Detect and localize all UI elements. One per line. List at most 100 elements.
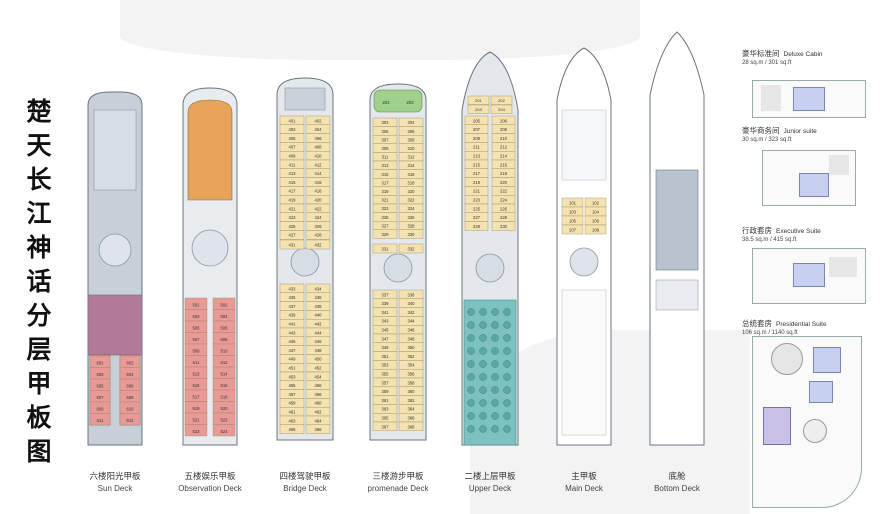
- cabin-number: 509: [193, 348, 201, 353]
- cabin-number: 102: [592, 200, 600, 205]
- dining-table: [479, 412, 487, 420]
- cabin-number: 464: [315, 418, 323, 423]
- cabin-number: 442: [315, 322, 323, 327]
- dining-table: [503, 425, 511, 433]
- dining-table: [479, 360, 487, 368]
- cabin-number: 516: [221, 383, 229, 388]
- cabin-number: 213: [473, 154, 481, 159]
- cabin-number: 609: [97, 406, 105, 411]
- cabin-number: 413: [289, 171, 297, 176]
- cabin-number: 204: [498, 107, 505, 112]
- cabin-number: 436: [315, 295, 323, 300]
- cabin-number: 504: [221, 314, 229, 319]
- cabin-number: 356: [408, 372, 416, 377]
- cabin-number: 359: [382, 389, 390, 394]
- cabin-number: 424: [315, 215, 323, 220]
- cabin-cell: [305, 230, 331, 240]
- cabin-number: 315: [382, 172, 390, 177]
- cabin-number: 354: [408, 363, 416, 368]
- observation-deck-plan: 5015035055075095115135155175195215235025…: [182, 87, 238, 446]
- dining-table: [491, 425, 499, 433]
- cabin-number: 211: [473, 145, 480, 150]
- cabin-cell: [372, 421, 398, 432]
- dining-table: [491, 360, 499, 368]
- cabin-number: 512: [221, 360, 229, 365]
- cabin-number: 461: [289, 410, 297, 415]
- cabin-number: 361: [382, 398, 390, 403]
- cabin-number: 205: [473, 118, 481, 123]
- dining-table: [491, 399, 499, 407]
- dining-table: [491, 334, 499, 342]
- dining-table: [479, 321, 487, 329]
- cabin-number: 337: [382, 292, 390, 297]
- cabin-number: 330: [408, 232, 416, 237]
- cabin-number: 201: [475, 98, 482, 103]
- cabin-number: 502: [221, 302, 229, 307]
- cabin-number: 227: [473, 215, 481, 220]
- cabin-number: 339: [382, 301, 390, 306]
- cabin-size: 30 sq.m / 323 sq.ft: [742, 137, 792, 143]
- dining-table: [491, 347, 499, 355]
- dining-table: [467, 308, 475, 316]
- cabin-number: 325: [382, 215, 390, 220]
- cabin-number: 610: [127, 406, 135, 411]
- cabin-number: 449: [289, 357, 297, 362]
- cabin-cell: [464, 221, 489, 231]
- cabin-number: 515: [193, 383, 201, 388]
- cabin-number: 346: [408, 328, 416, 333]
- cabin-number: 355: [382, 372, 390, 377]
- cabin-number: 324: [408, 206, 416, 211]
- cabin-number: 419: [289, 198, 297, 203]
- cabin-cell: [279, 230, 305, 240]
- dining-table: [467, 425, 475, 433]
- cabin-number: 345: [382, 328, 390, 333]
- dining-table: [503, 321, 511, 329]
- cabin-number: 432: [315, 243, 323, 248]
- dining-table: [491, 373, 499, 381]
- cabin-number: 606: [127, 383, 135, 388]
- cabin-number: 608: [127, 395, 135, 400]
- cabin-number: 422: [315, 206, 323, 211]
- cabin-cell: [490, 104, 513, 114]
- cabin-number: 414: [315, 171, 323, 176]
- dining-table: [479, 386, 487, 394]
- cabin-number: 202: [406, 100, 414, 105]
- cabin-number: 309: [382, 146, 390, 151]
- cabin-number: 604: [127, 372, 135, 377]
- cabin-number: 108: [592, 227, 600, 232]
- cabin-number: 214: [500, 154, 508, 159]
- cabin-number: 438: [315, 304, 323, 309]
- cabin-number: 340: [408, 301, 416, 306]
- cabin-number: 511: [193, 360, 200, 365]
- cabin-number: 407: [289, 145, 297, 150]
- cabin-number: 228: [500, 215, 508, 220]
- cabin-cell: [561, 224, 584, 235]
- cabin-number: 450: [315, 357, 323, 362]
- cabin-number: 320: [408, 189, 416, 194]
- cabin-number: 223: [473, 198, 481, 203]
- cabin-cell: [212, 424, 236, 437]
- cabin-number: 607: [97, 395, 105, 400]
- cabin-number: 366: [408, 416, 416, 421]
- cabin-number: 427: [289, 233, 297, 238]
- cabin-number: 507: [193, 337, 201, 342]
- cabin-number: 321: [382, 198, 390, 203]
- cabin-number: 503: [193, 314, 201, 319]
- dining-table: [467, 399, 475, 407]
- cabin-number: 219: [473, 180, 481, 185]
- cabin-number: 459: [289, 401, 297, 406]
- cabin-number: 437: [289, 304, 297, 309]
- cabin-number: 524: [221, 429, 229, 434]
- cabin-size: 106 sq.m / 1140 sq.ft: [742, 330, 798, 336]
- cabin-number: 505: [193, 325, 201, 330]
- cabin-number: 434: [315, 286, 323, 291]
- cabin-number: 217: [473, 171, 481, 176]
- cabin-number: 303: [382, 120, 390, 125]
- cabin-number: 318: [408, 180, 416, 185]
